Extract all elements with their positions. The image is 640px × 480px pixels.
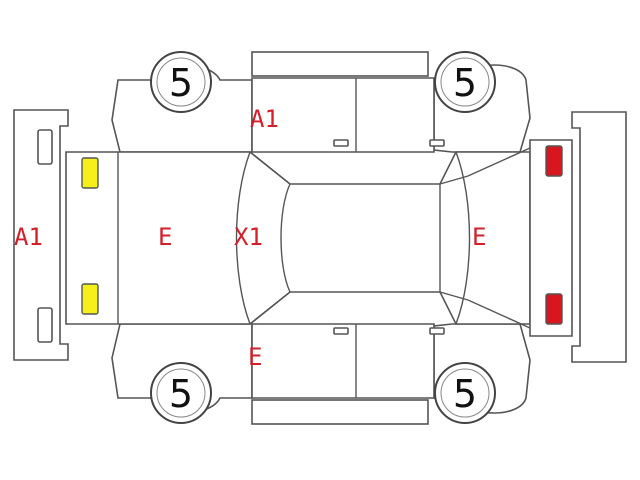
rear-right-lamp-marker (545, 293, 563, 325)
tire-front-right: 5 (150, 362, 212, 424)
code-right-front-door: E (248, 343, 262, 371)
code-trunk: E (472, 223, 486, 251)
tire-rear-left: 5 (434, 51, 496, 113)
tire-rear-right-label: 5 (453, 372, 477, 416)
tire-front-right-label: 5 (169, 372, 193, 416)
code-left-front-door: A1 (250, 105, 279, 133)
front-left-lamp-marker (81, 157, 99, 189)
front-right-lamp-marker (81, 283, 99, 315)
tire-front-left: 5 (150, 51, 212, 113)
rear-bumper (571, 111, 627, 363)
code-hood: E (158, 223, 172, 251)
tire-front-left-label: 5 (169, 61, 193, 105)
code-windshield: X1 (234, 223, 263, 251)
code-front-bumper: A1 (14, 223, 43, 251)
tire-rear-right: 5 (434, 362, 496, 424)
car-body-top (65, 147, 531, 329)
front-bumper (13, 109, 69, 361)
rear-left-lamp-marker (545, 145, 563, 177)
tail-housing (529, 139, 573, 337)
tire-rear-left-label: 5 (453, 61, 477, 105)
